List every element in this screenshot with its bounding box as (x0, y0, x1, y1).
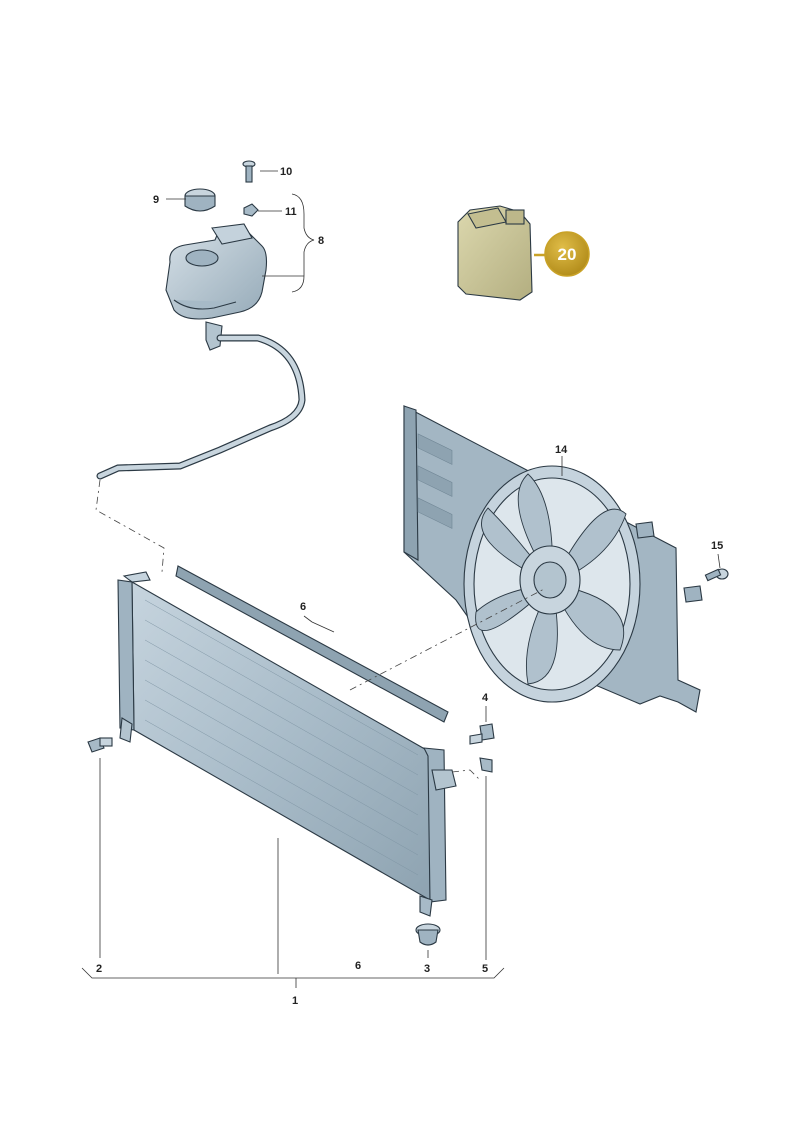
screw-15 (704, 568, 729, 582)
badge-label: 20 (558, 245, 577, 264)
callout-4: 4 (482, 692, 489, 704)
callout-10: 10 (280, 166, 292, 178)
callout-14: 14 (555, 444, 568, 456)
nut-11 (243, 203, 259, 217)
callout-9: 9 (153, 194, 159, 206)
callout-11: 11 (285, 206, 297, 218)
radiator (117, 571, 457, 917)
callout-labels: 10 11 9 8 14 15 6 4 2 6 3 5 1 (96, 166, 723, 1007)
expansion-tank-cap (184, 188, 216, 212)
clip-5 (479, 757, 493, 773)
screw-10 (242, 160, 256, 183)
assembly-lines (95, 479, 547, 781)
grommet-3 (415, 923, 441, 946)
callout-6-lower: 6 (355, 960, 361, 972)
callout-1: 1 (292, 995, 298, 1007)
callout-15: 15 (711, 540, 723, 552)
callout-2: 2 (96, 963, 102, 975)
screw-2 (87, 737, 113, 753)
radiator-fan-assembly (403, 405, 703, 713)
coolant-canister (457, 205, 533, 301)
callout-8: 8 (318, 235, 324, 247)
callout-6-upper: 6 (300, 601, 306, 613)
screw-4 (469, 723, 495, 745)
callout-3: 3 (424, 963, 430, 975)
leader-lines (81, 170, 721, 988)
coolant-hose (96, 334, 306, 480)
seal-strip (175, 565, 449, 723)
callout-5: 5 (482, 963, 488, 975)
part-number-badge: 20 (534, 231, 590, 277)
coolant-expansion-tank (165, 223, 268, 351)
